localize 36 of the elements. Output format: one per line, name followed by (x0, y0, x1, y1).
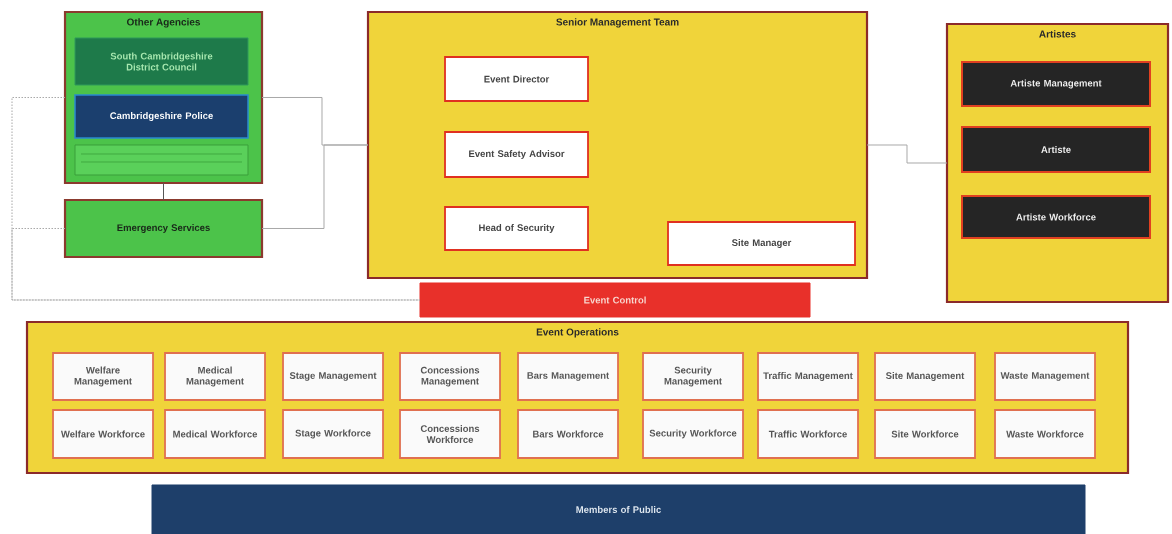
role-box: Welfare Management (52, 352, 154, 401)
connector-line (11, 228, 421, 301)
role-box: Security Workforce (642, 409, 744, 459)
role-box: Waste Management (994, 352, 1096, 401)
connector-line (163, 182, 164, 201)
role-box: Security Management (642, 352, 744, 401)
role-box: Concessions Workforce (399, 409, 501, 459)
role-box: South Cambridgeshire District Council (74, 37, 249, 86)
role-box: Event Safety Advisor (444, 131, 589, 178)
role-box: Medical Management (164, 352, 266, 401)
role-box: Bars Management (517, 352, 619, 401)
role-box: Concessions Management (399, 352, 501, 401)
role-box: Cambridgeshire Police (74, 94, 249, 139)
box (74, 144, 249, 176)
role-box: Traffic Management (757, 352, 859, 401)
connector-line (261, 144, 369, 229)
role-box: Stage Workforce (282, 409, 384, 459)
role-box: Emergency Services (63, 198, 264, 259)
role-box: Welfare Workforce (52, 409, 154, 459)
role-box: Head of Security (444, 206, 589, 251)
role-box: Stage Management (282, 352, 384, 401)
role-box: Waste Workforce (994, 409, 1096, 459)
connector-line (866, 144, 948, 164)
role-box: Medical Workforce (164, 409, 266, 459)
role-box: Site Workforce (874, 409, 976, 459)
role-box: Members of Public (151, 484, 1086, 534)
role-box: Artiste (961, 126, 1151, 173)
role-box: Event Control (419, 282, 811, 318)
role-box: Artiste Management (961, 61, 1151, 107)
connector-line (11, 97, 421, 301)
role-box: Site Management (874, 352, 976, 401)
role-box: Artiste Workforce (961, 195, 1151, 239)
role-box: Event Director (444, 56, 589, 102)
role-box: Site Manager (667, 221, 856, 266)
role-box: Traffic Workforce (757, 409, 859, 459)
role-box: Bars Workforce (517, 409, 619, 459)
